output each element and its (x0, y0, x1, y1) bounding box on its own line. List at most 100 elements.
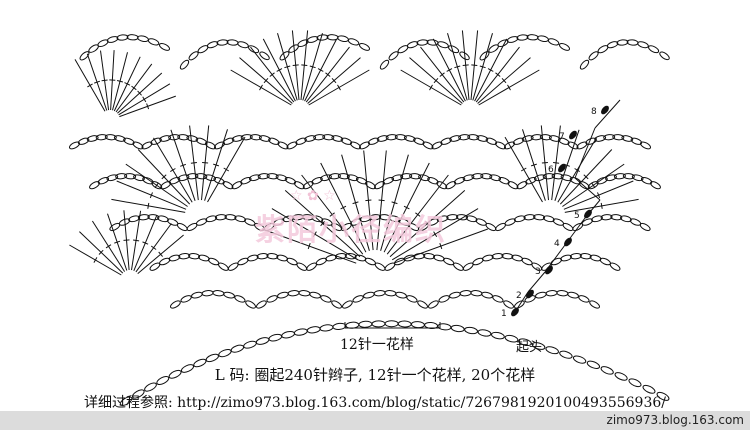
row-number: 2 (516, 291, 522, 301)
chain-stitch (178, 253, 191, 260)
chain-stitch (477, 329, 492, 337)
chain-stitch (388, 51, 399, 61)
chain-stitch (195, 218, 208, 226)
chain-stitch (358, 42, 371, 51)
stitch-bar (223, 167, 230, 172)
chain-stitch (266, 253, 279, 260)
stitch-bar (259, 84, 263, 91)
chain-stitch (578, 295, 590, 303)
chain-stitch (539, 134, 552, 141)
chain-stitch (511, 254, 524, 262)
row-start-line (574, 127, 596, 179)
row-start-line (574, 177, 601, 201)
chain-stitch (213, 141, 226, 150)
chain-stitch (648, 45, 660, 54)
stitch-bar (439, 243, 443, 250)
stitch-bar (276, 68, 283, 72)
chain-stitch (266, 173, 279, 180)
chain-stitch (115, 173, 128, 180)
stitch-bar (337, 84, 341, 91)
chain-stitch (504, 218, 516, 226)
stitch-bar (597, 192, 601, 199)
chain-stitch (301, 214, 314, 221)
chain-stitch (614, 372, 628, 381)
chain-stitch (313, 134, 326, 141)
chain-stitch (144, 382, 157, 392)
footer-bar: zimo973.blog.163.com (0, 411, 750, 430)
chain-stitch (453, 176, 466, 185)
stitch-bar (161, 174, 167, 180)
stitch-bar (124, 82, 131, 86)
row-number: 1 (501, 309, 507, 319)
chain-stitch (374, 262, 386, 271)
stitch-bar (340, 205, 347, 210)
chain-stitch (268, 137, 280, 145)
chain-stitch (268, 333, 283, 342)
chain-stitch (489, 174, 502, 182)
chain-stitch (384, 290, 397, 297)
chain-stitch (180, 364, 195, 373)
chain-stitch (277, 291, 289, 299)
chain-stitch (579, 253, 592, 260)
chain-stitch (410, 321, 425, 329)
chain-stitch (599, 257, 611, 266)
chain-stitch (295, 137, 307, 145)
chain-stitch (465, 215, 478, 223)
chain-stitch (286, 141, 298, 150)
stitch-bar (433, 77, 439, 84)
pattern-repeat-label: 12针一花样 (340, 337, 414, 353)
stitch-bar (133, 239, 140, 242)
chain-stitch (367, 137, 380, 145)
chain-stitch (79, 51, 90, 61)
chain-stitch (218, 349, 232, 358)
chain-stitch (373, 290, 386, 297)
chain-stitch (394, 134, 407, 141)
chain-stitch (558, 42, 571, 51)
chain-stitch (206, 41, 219, 49)
row-start-marker (526, 289, 534, 299)
stitch-bar (365, 199, 372, 202)
chain-stitch (245, 300, 256, 309)
chain-stitch (591, 215, 603, 223)
stitch-bar (574, 168, 580, 173)
chain-stitch (456, 214, 468, 221)
chain-stitch (589, 254, 602, 262)
chain-stitch (158, 42, 171, 51)
chain-stitch (231, 181, 243, 190)
chain-stitch (533, 174, 546, 182)
chain-stitch (521, 257, 533, 266)
reference-link[interactable]: 详细过程参照: http://zimo973.blog.163.com/blog… (83, 395, 667, 411)
chain-stitch (639, 222, 651, 232)
chain-stitch (450, 324, 465, 333)
chain-stitch (322, 134, 335, 141)
chain-stitch (243, 340, 257, 349)
chain-stitch (542, 215, 555, 223)
chain-stitch (606, 41, 619, 49)
chain-stitch (255, 337, 270, 345)
chain-stitch (279, 51, 290, 61)
chain-stitch (224, 214, 237, 221)
chain-stitch (331, 300, 342, 309)
chain-stitch (514, 300, 525, 309)
chain-stitch (298, 290, 311, 297)
chain-stitch (256, 300, 267, 309)
stitch-bar (180, 163, 186, 167)
chain-stitch (349, 141, 362, 150)
chain-stitch (159, 135, 172, 142)
footer-site: zimo973.blog.163.com (606, 413, 744, 427)
chain-stitch (104, 134, 117, 141)
chain-stitch (315, 257, 328, 266)
chain-stitch (320, 174, 332, 182)
chain-stitch (306, 36, 319, 43)
chain-stitch (416, 39, 429, 46)
stitch-bar (331, 77, 337, 84)
chain-stitch (494, 141, 507, 150)
stitch-bar (583, 174, 589, 180)
chain-stitch (124, 173, 137, 180)
chain-stitch (572, 355, 587, 364)
chain-stitch (498, 176, 510, 185)
chain-stitch (296, 262, 308, 271)
chain-stitch (304, 135, 317, 142)
chain-stitch (371, 320, 386, 328)
chain-stitch (384, 320, 399, 328)
